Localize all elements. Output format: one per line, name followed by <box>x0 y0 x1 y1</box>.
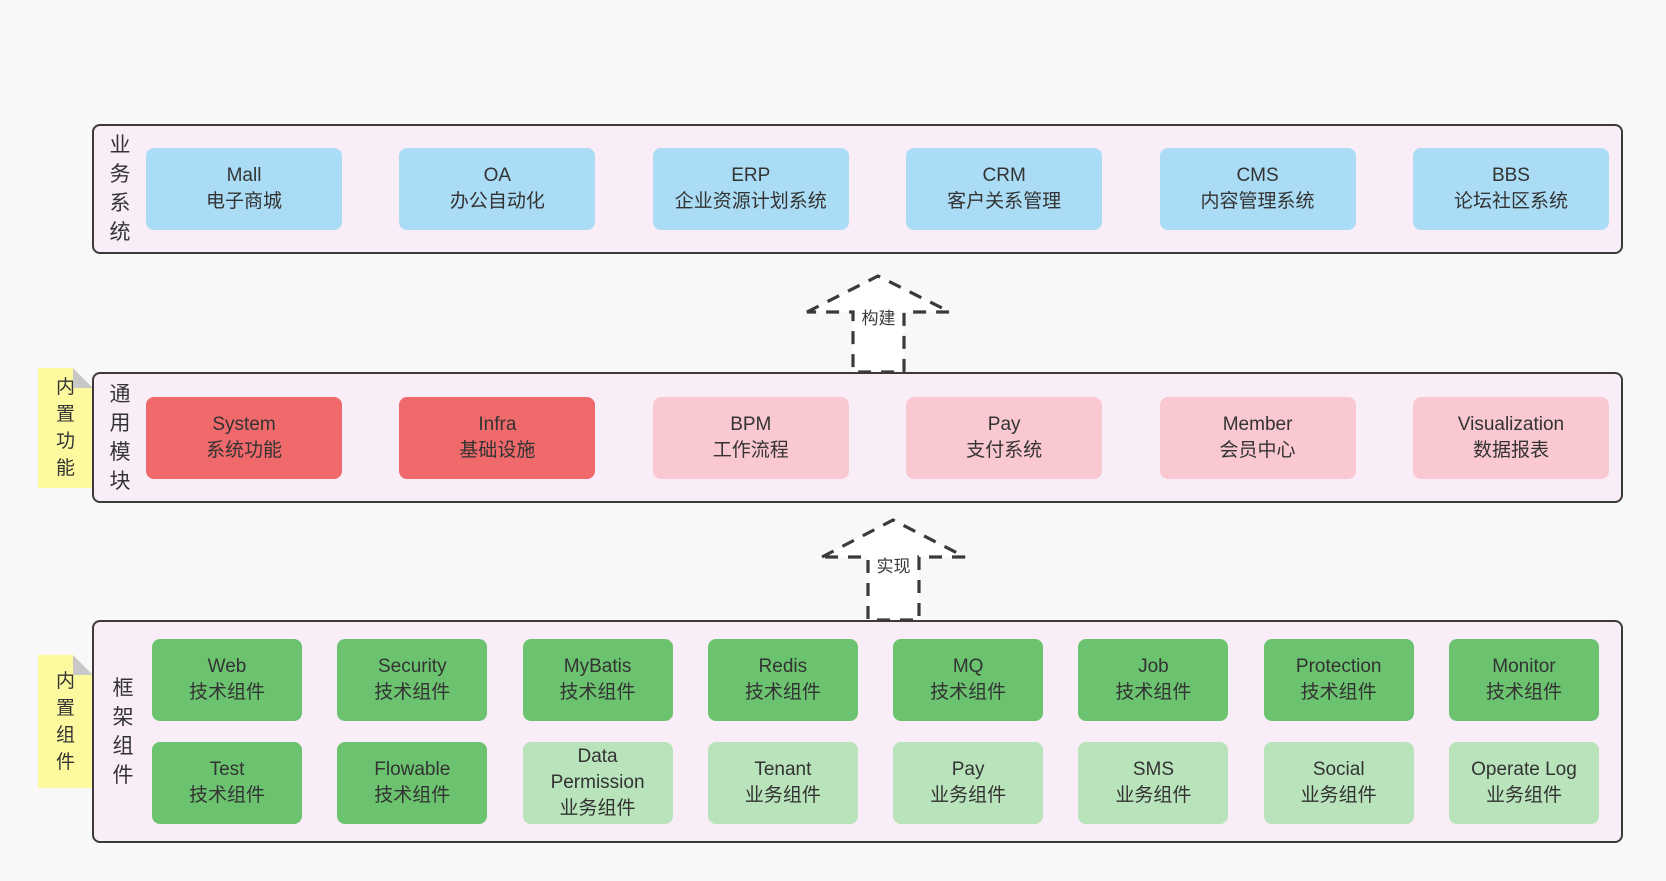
node-oa: OA 办公自动化 <box>399 148 596 230</box>
arrow-build: 构建 <box>805 273 952 373</box>
arrow-label: 实现 <box>820 557 967 577</box>
node-bbs: BBS 论坛社区系统 <box>1412 148 1609 230</box>
note-text: 内置组件 <box>55 670 75 773</box>
band-boxes: Mall 电子商城 OA 办公自动化 ERP 企业资源计划系统 CRM 客户关系… <box>146 126 1621 252</box>
node-sms: SMS 业务组件 <box>1078 742 1229 824</box>
note-built-in-features: 内置功能 <box>38 368 93 488</box>
component-row-1: Web 技术组件 Security 技术组件 MyBatis 技术组件 Redi… <box>152 639 1599 721</box>
node-system: System 系统功能 <box>146 396 342 479</box>
node-cms: CMS 内容管理系统 <box>1159 148 1356 230</box>
band-label-text: 通用模块 <box>109 382 131 493</box>
band-label: 业务系统 <box>94 126 146 252</box>
node-social: Social 业务组件 <box>1263 742 1414 824</box>
node-monitor: Monitor 技术组件 <box>1448 639 1599 721</box>
node-erp: ERP 企业资源计划系统 <box>652 148 849 230</box>
node-web: Web 技术组件 <box>152 639 302 721</box>
node-flowable: Flowable 技术组件 <box>337 742 488 824</box>
node-infra: Infra 基础设施 <box>399 396 596 479</box>
node-tenant: Tenant 业务组件 <box>707 742 858 824</box>
band-label-text: 框架组件 <box>112 676 134 787</box>
component-row-2: Test 技术组件 Flowable 技术组件 Data Permission … <box>152 742 1599 824</box>
arrow-label: 构建 <box>805 309 952 329</box>
note-text: 内置功能 <box>55 377 75 479</box>
node-job: Job 技术组件 <box>1078 639 1229 721</box>
node-bpm: BPM 工作流程 <box>652 396 849 479</box>
band-label-text: 业务系统 <box>109 134 131 244</box>
note-fold-icon <box>73 655 93 675</box>
node-security: Security 技术组件 <box>337 639 488 721</box>
node-visualization: Visualization 数据报表 <box>1412 396 1609 479</box>
node-data-permission: Data Permission 业务组件 <box>522 742 673 824</box>
node-pay-module: Pay 支付系统 <box>906 396 1103 479</box>
node-pay-component: Pay 业务组件 <box>893 742 1044 824</box>
node-redis: Redis 技术组件 <box>707 639 858 721</box>
band-label: 框架组件 <box>94 622 152 841</box>
node-test: Test 技术组件 <box>152 742 302 824</box>
band-business-systems: 业务系统 Mall 电子商城 OA 办公自动化 ERP 企业资源计划系统 CRM… <box>92 124 1623 254</box>
band-boxes: System 系统功能 Infra 基础设施 BPM 工作流程 Pay 支付系统… <box>146 374 1621 501</box>
node-member: Member 会员中心 <box>1159 396 1356 479</box>
band-label: 通用模块 <box>94 374 146 501</box>
band-framework-components: 框架组件 Web 技术组件 Security 技术组件 MyBatis 技术组件… <box>92 620 1623 843</box>
node-operate-log: Operate Log 业务组件 <box>1448 742 1599 824</box>
band-boxes-grid: Web 技术组件 Security 技术组件 MyBatis 技术组件 Redi… <box>152 622 1621 841</box>
node-protection: Protection 技术组件 <box>1263 639 1414 721</box>
note-fold-icon <box>73 368 93 388</box>
band-common-modules: 通用模块 System 系统功能 Infra 基础设施 BPM 工作流程 Pay… <box>92 372 1623 503</box>
node-mq: MQ 技术组件 <box>893 639 1044 721</box>
arrow-implement: 实现 <box>820 517 967 621</box>
node-mall: Mall 电子商城 <box>146 148 342 230</box>
node-crm: CRM 客户关系管理 <box>906 148 1103 230</box>
node-mybatis: MyBatis 技术组件 <box>522 639 673 721</box>
note-built-in-components: 内置组件 <box>38 655 93 788</box>
